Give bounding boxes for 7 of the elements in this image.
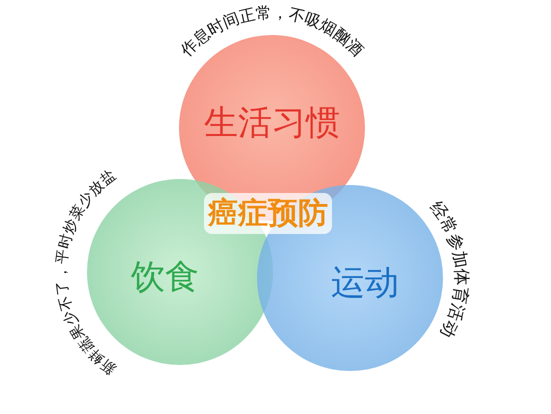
center-title: 癌症预防 [204,192,332,234]
arc-caption: 作息时间正常，不吸烟酗酒 [176,2,368,60]
arc-caption: 经常参加体育活动 [425,198,472,341]
arc-caption: 新鲜蔬果少不了，平时炒菜少放盐 [54,167,120,377]
circle-label: 运动 [331,262,399,305]
circle-label: 饮食 [131,256,199,299]
circle-label: 生活习惯 [204,102,340,145]
